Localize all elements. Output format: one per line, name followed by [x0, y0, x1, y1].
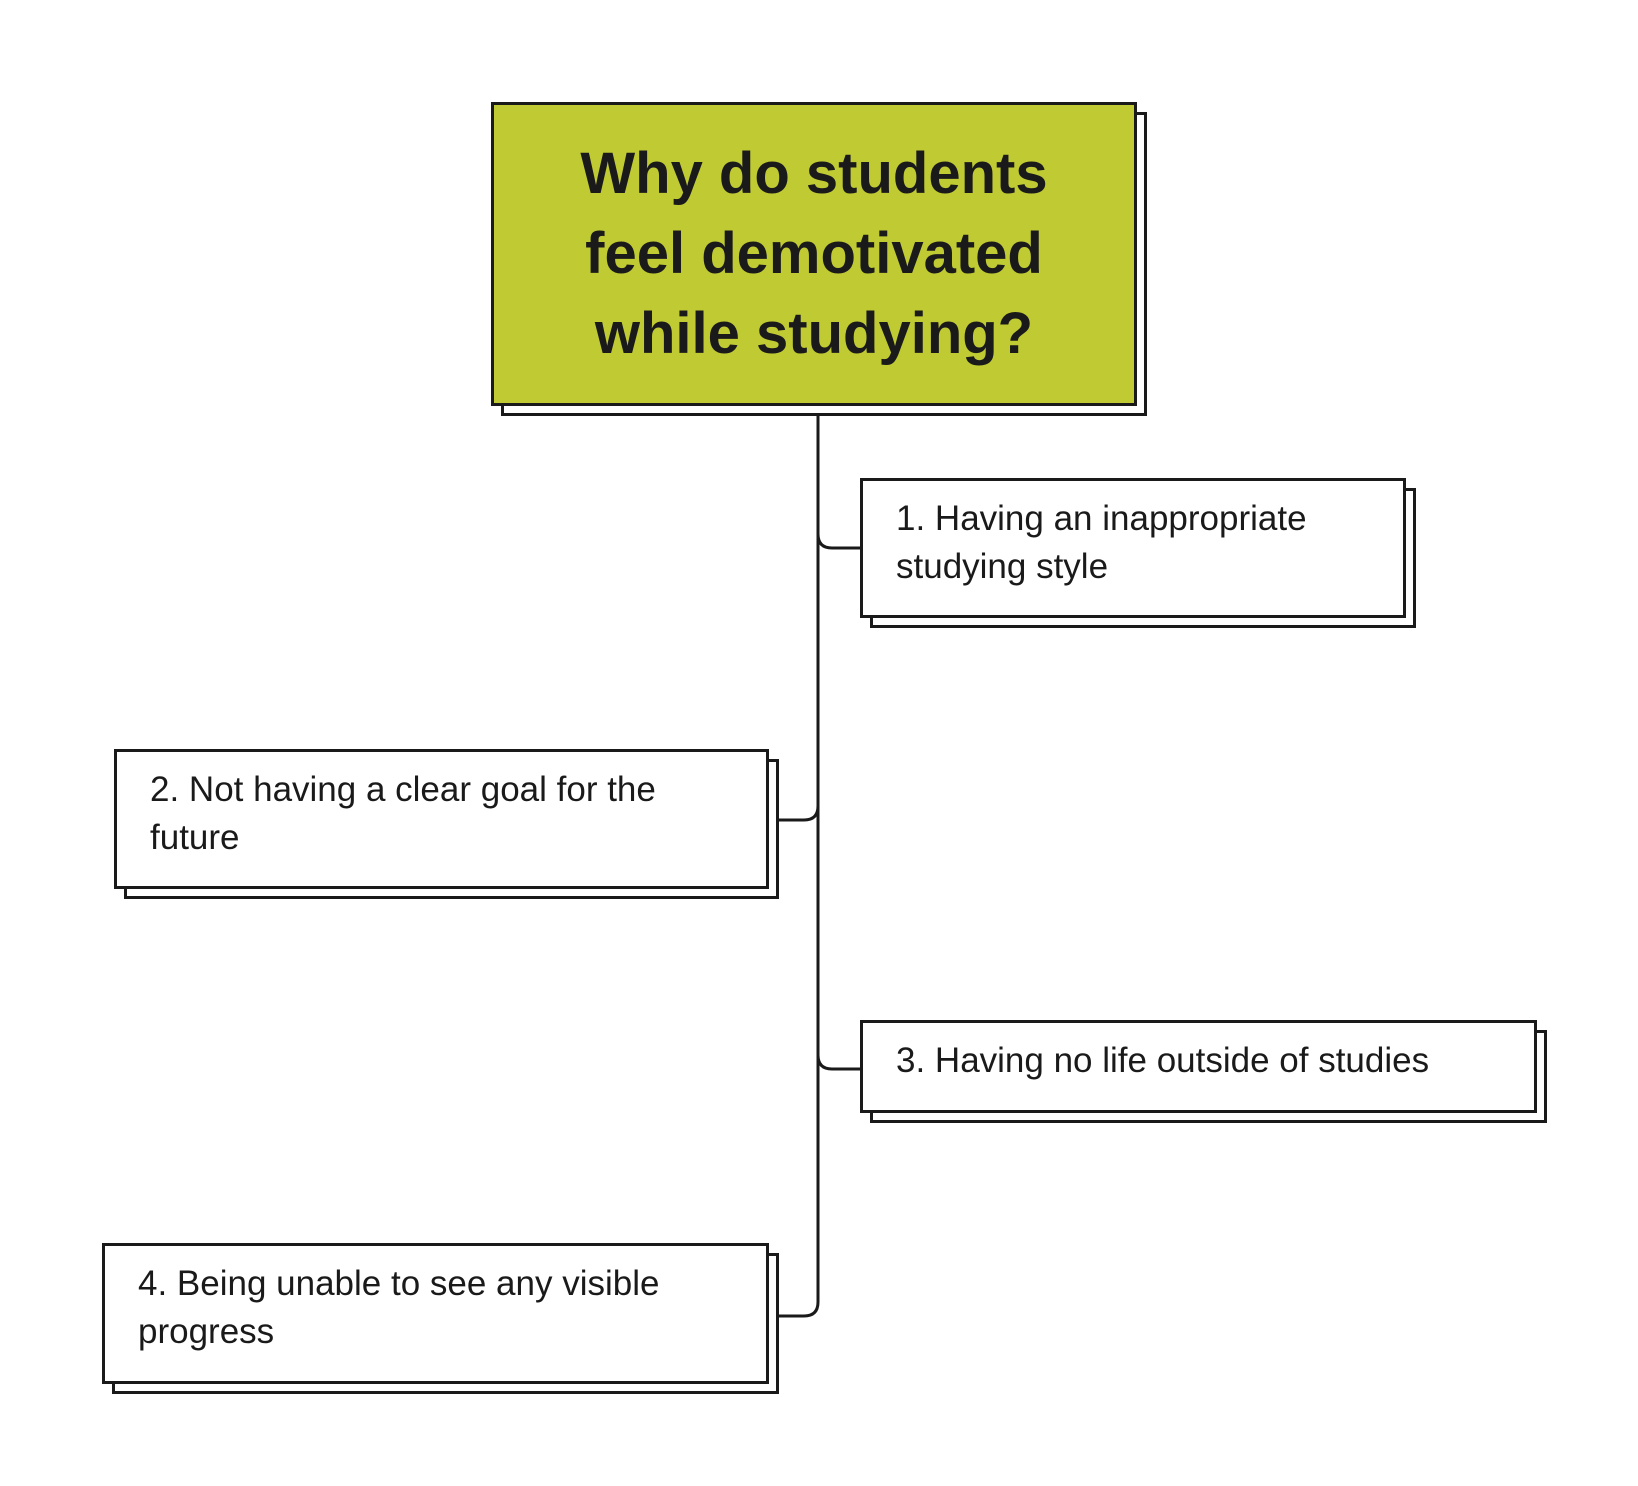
item-1-text: 1. Having an inappropriate studying styl… — [896, 499, 1307, 586]
item-4-text: 4. Being unable to see any visible progr… — [138, 1264, 660, 1351]
trunk-line — [776, 406, 820, 1318]
item-1-box: 1. Having an inappropriate studying styl… — [860, 478, 1406, 618]
item-4-box: 4. Being unable to see any visible progr… — [102, 1243, 769, 1384]
item-3-text: 3. Having no life outside of studies — [896, 1041, 1430, 1080]
item-3-box: 3. Having no life outside of studies — [860, 1020, 1537, 1113]
branch-1 — [816, 533, 860, 550]
branch-3 — [816, 1054, 860, 1071]
title-box: Why do students feel demotivated while s… — [491, 102, 1137, 406]
branch-2 — [776, 805, 820, 822]
item-2-box: 2. Not having a clear goal for the futur… — [114, 749, 769, 889]
item-2-text: 2. Not having a clear goal for the futur… — [150, 770, 656, 857]
title-text: Why do students feel demotivated while s… — [580, 141, 1048, 366]
